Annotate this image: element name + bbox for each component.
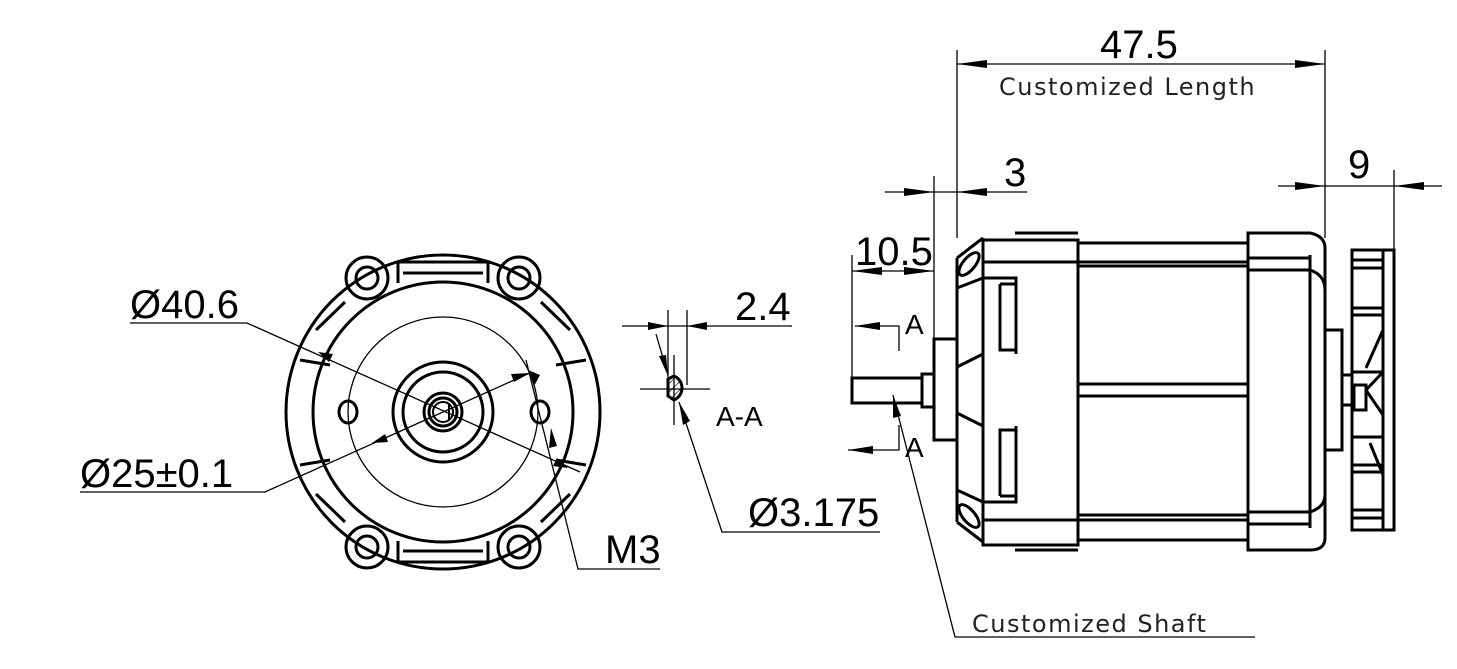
arrowhead xyxy=(679,402,690,425)
arrowhead xyxy=(1295,60,1325,68)
vent-ribs xyxy=(314,300,572,524)
dim-pilot-diameter: Ø25±0.1 xyxy=(80,452,233,496)
arrowhead xyxy=(852,267,882,275)
side-vents xyxy=(299,358,587,467)
fan-blades xyxy=(1352,250,1385,530)
shaft-outer xyxy=(427,396,459,428)
shaft-collar xyxy=(920,372,936,409)
section-marker-top xyxy=(855,325,900,351)
arrowhead xyxy=(318,352,333,362)
dim-flange-thickness: 3 xyxy=(1004,151,1026,195)
dim-mount-thread: M3 xyxy=(605,528,661,572)
top-vent xyxy=(396,260,490,283)
arrowhead xyxy=(687,322,707,330)
side-view: 47.5 Customized Length 3 10.5 9 A A xyxy=(848,23,1442,638)
motor-can xyxy=(1076,241,1250,542)
section-marker-label-top: A xyxy=(905,309,924,340)
arrowhead xyxy=(648,322,668,330)
arrowhead xyxy=(528,370,540,386)
bolt-circle xyxy=(347,316,539,508)
arrowhead xyxy=(855,322,880,330)
section-marker-label-bottom: A xyxy=(905,432,924,463)
front-view: Ø40.6 Ø25±0.1 M3 xyxy=(80,253,661,572)
pilot-ring-inner xyxy=(401,370,485,454)
fan-hub xyxy=(1352,383,1368,412)
rear-band-detail xyxy=(1248,255,1327,528)
bearing-ring xyxy=(422,391,464,433)
bottom-vent xyxy=(396,541,490,564)
section-label: A-A xyxy=(716,401,763,432)
arrowhead xyxy=(511,373,530,382)
endcap-upper-detail xyxy=(956,276,1018,369)
shaft-cross-section xyxy=(666,374,684,402)
endcap-slot-top xyxy=(957,251,981,277)
arrowhead xyxy=(957,188,987,196)
endcap-lower-detail xyxy=(956,411,1018,504)
mount-hole-left xyxy=(337,399,359,425)
shaft-end xyxy=(432,401,454,423)
mount-ears xyxy=(344,255,542,570)
outer-housing xyxy=(284,253,602,571)
pilot-ring-outer xyxy=(391,360,495,464)
arrowhead xyxy=(372,434,388,443)
fan-frame xyxy=(1350,248,1396,532)
dim-flat-width: 2.4 xyxy=(735,285,791,329)
dim-shaft-length: 10.5 xyxy=(855,230,933,274)
section-marker-bottom xyxy=(848,425,900,451)
dim-outer-diameter: Ø40.6 xyxy=(130,283,239,327)
customized-length-note: Customized Length xyxy=(999,73,1256,101)
arrowhead xyxy=(553,458,568,468)
arrowhead xyxy=(1295,182,1325,190)
arrowhead xyxy=(659,355,668,376)
shaft xyxy=(850,376,924,405)
arrowhead xyxy=(549,428,557,448)
flange xyxy=(932,337,959,442)
front-band xyxy=(981,238,1080,547)
endcap-slot-bottom xyxy=(957,503,981,529)
customized-shaft-note: Customized Shaft xyxy=(972,610,1207,638)
leader-pilot-diameter xyxy=(80,371,533,493)
section-view: 2.4 A-A Ø3.175 xyxy=(622,285,880,535)
dim-body-length: 47.5 xyxy=(1100,23,1178,67)
fan-blade-diagonals xyxy=(1364,329,1385,476)
leader-outer-diameter xyxy=(130,322,581,473)
mount-hole-right xyxy=(529,399,551,425)
leader-m3 xyxy=(525,359,660,570)
dim-fan-width: 9 xyxy=(1348,143,1370,187)
rear-band xyxy=(1246,231,1327,552)
arrowhead xyxy=(904,267,934,275)
rear-hub xyxy=(1323,328,1344,452)
inner-housing xyxy=(311,280,575,544)
cooling-fan xyxy=(1350,248,1396,532)
arrowhead xyxy=(904,188,934,196)
leader-shaft-diameter xyxy=(678,401,880,533)
arrowhead xyxy=(1394,182,1424,190)
arrowhead xyxy=(893,395,901,418)
arrowhead xyxy=(957,60,987,68)
can-rails xyxy=(1078,260,1248,522)
dim-shaft-diameter: Ø3.175 xyxy=(748,491,879,535)
arrowhead xyxy=(848,446,873,454)
leader-customized-shaft xyxy=(892,394,1255,638)
